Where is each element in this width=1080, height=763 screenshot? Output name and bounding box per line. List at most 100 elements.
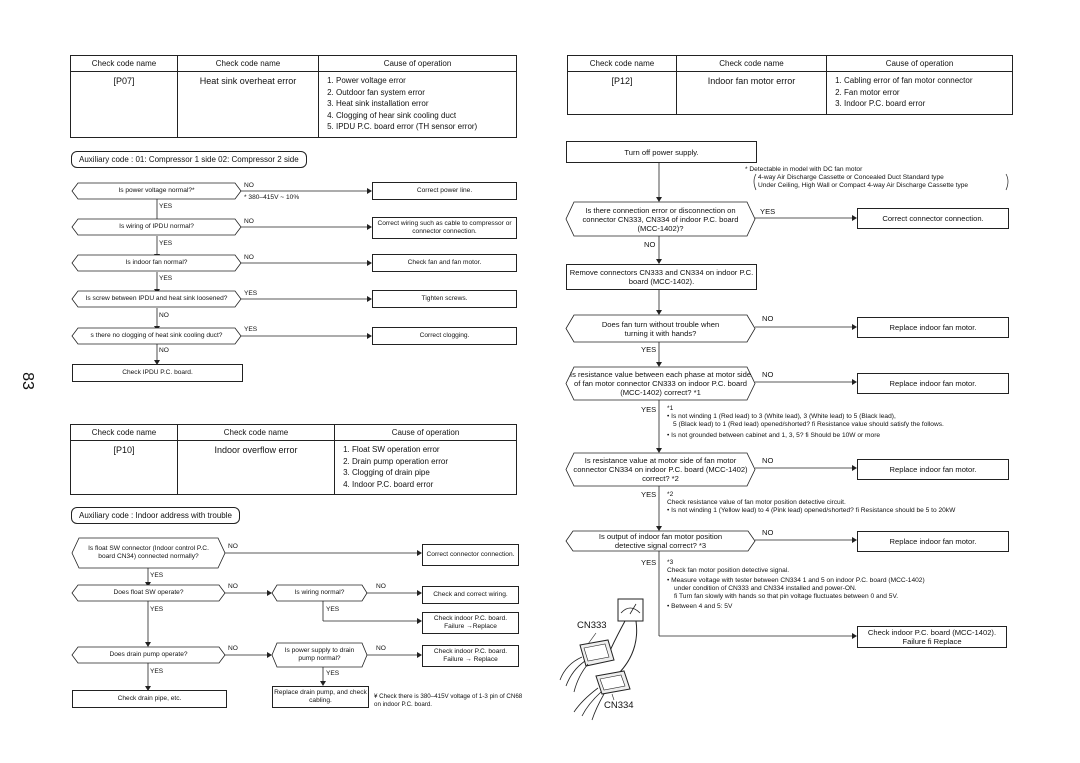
note-3-line: • Measure voltage with tester between CN… [667, 577, 925, 584]
p12-decision-position-signal: Is output of indoor fan motor position d… [566, 531, 755, 551]
no-label: NO [244, 182, 254, 189]
p07-action-wiring: Correct wiring such as cable to compress… [372, 217, 517, 239]
decision-text: Is resistance value at motor side of fan… [573, 456, 748, 483]
p10-action-board-wiring: Check indoor P.C. board. Failure →Replac… [422, 612, 519, 634]
p10-decision-float-operate: Does float SW operate? [72, 585, 225, 601]
p10-check-code-table: Check code name Check code name Cause of… [70, 424, 517, 495]
yes-label: YES [159, 275, 173, 282]
p10-decision-drain-pump: Does drain pump operate? [72, 647, 225, 663]
p07-action-power-line: Correct power line. [372, 182, 517, 200]
decision-text: Is wiring normal? [294, 589, 345, 596]
p10-auxiliary-code: Auxiliary code : Indoor address with tro… [71, 507, 240, 524]
decision-text: Is output of indoor fan motor position d… [598, 532, 723, 550]
note-3-line: • Between 4 and 5: 5V [667, 603, 733, 610]
no-label: NO [159, 347, 169, 354]
p07-check-code-table: Check code name Check code name Cause of… [70, 55, 517, 138]
no-label: NO [244, 218, 254, 225]
decision-text: Is indoor fan normal? [125, 259, 188, 266]
p12-action-connector: Correct connector connection. [857, 208, 1009, 229]
p12-action-replace-motor-4: Replace indoor fan motor. [857, 531, 1009, 552]
cause-item: Clogging of drain pipe [352, 467, 516, 479]
yes-label: YES [326, 606, 340, 613]
p07-action-fan: Check fan and fan motor. [372, 254, 517, 272]
p12-action-replace-motor-2: Replace indoor fan motor. [857, 373, 1009, 394]
decision-text: Is resistance value between each phase a… [569, 370, 752, 397]
note-3-line: Check fan motor position detective signa… [667, 567, 790, 574]
p12-start-power-off: Turn off power supply. [566, 141, 757, 163]
decision-text: Is power supply to drain pump normal? [284, 647, 355, 662]
yes-label: YES [641, 490, 657, 499]
check-code: [P10] [70, 440, 178, 495]
p12-star-note-line2: 4-way Air Discharge Cassette or Conceale… [758, 174, 944, 181]
p12-star-note-line3: Under Ceiling, High Wall or Compact 4-wa… [758, 182, 969, 189]
cause-item: Indoor P.C. board error [352, 479, 516, 491]
cause-item: Fan motor error [844, 87, 1012, 99]
decision-text: Is float SW connector (Indoor control P.… [88, 545, 209, 560]
note-1-line: 5 (Black lead) to 1 (Red lead) opened/sh… [673, 421, 944, 428]
yes-label: YES [159, 240, 173, 247]
note-1-line: • Is not winding 1 (Red lead) to 3 (Whit… [667, 413, 896, 420]
cause-item: Clogging of hear sink cooling duct [336, 110, 516, 122]
voltage-note: * 380–415V ~ 10% [244, 194, 300, 201]
check-code-name: Indoor fan motor error [676, 71, 827, 115]
yes-label: YES [150, 668, 164, 675]
p12-decision-connection: Is there connection error or disconnecti… [566, 202, 755, 236]
check-code: [P07] [70, 71, 178, 138]
cause-item: IPDU P.C. board error (TH sensor error) [336, 121, 516, 133]
note-1-title: *1 [667, 405, 674, 412]
p07-action-tighten: Tighten screws. [372, 290, 517, 308]
no-label: NO [762, 314, 774, 323]
p07-decision-screw: Is screw between IPDU and heat sink loos… [72, 291, 241, 307]
no-label: NO [762, 370, 774, 379]
decision-text: Does drain pump operate? [109, 651, 188, 658]
header-check-code: Check code name [567, 55, 677, 72]
yes-label: YES [159, 203, 173, 210]
cause-item: Float SW operation error [352, 444, 516, 456]
cause-item: Heat sink installation error [336, 98, 516, 110]
yes-label: YES [641, 558, 657, 567]
cause-list: Float SW operation error Drain pump oper… [334, 440, 517, 495]
check-code-name: Indoor overflow error [177, 440, 335, 495]
p12-action-replace-motor-3: Replace indoor fan motor. [857, 459, 1009, 480]
yes-label: YES [244, 326, 258, 333]
p12-step-remove-connectors: Remove connectors CN333 and CN334 on ind… [566, 264, 757, 290]
cause-list: Power voltage error Outdoor fan system e… [318, 71, 517, 138]
yes-label: YES [641, 345, 657, 354]
check-code: [P12] [567, 71, 677, 115]
note-3-line: under condition of CN333 and CN334 insta… [674, 585, 857, 592]
no-label: NO [228, 583, 238, 590]
p10-action-connector: Correct connector connection. [422, 544, 519, 566]
decision-text: Is wiring of IPDU normal? [119, 223, 194, 230]
note-2-title: *2 [667, 491, 674, 498]
p07-action-clogging: Correct clogging. [372, 327, 517, 345]
decision-text: Is there connection error or disconnecti… [582, 205, 739, 233]
no-label: NO [228, 543, 238, 550]
decision-text: Is power voltage normal?* [118, 187, 195, 194]
no-label: NO [376, 583, 386, 590]
cause-list: Cabling error of fan motor connector Fan… [826, 71, 1013, 115]
decision-text: Is screw between IPDU and heat sink loos… [85, 295, 228, 302]
p10-decision-float-connector: Is float SW connector (Indoor control P.… [72, 538, 225, 568]
yes-label: YES [641, 405, 657, 414]
p10-action-board-pump: Check indoor P.C. board. Failure → Repla… [422, 645, 519, 667]
no-label: NO [376, 645, 386, 652]
no-label: NO [762, 456, 774, 465]
header-cause: Cause of operation [318, 55, 517, 72]
header-cause: Cause of operation [826, 55, 1013, 72]
cause-item: Drain pump operation error [352, 456, 516, 468]
no-label: NO [762, 528, 774, 537]
yes-label: YES [150, 572, 164, 579]
note-3-line: fi Turn fan slowly with hands so that pi… [674, 593, 899, 600]
cause-item: Indoor P.C. board error [844, 98, 1012, 110]
note-2-line: Check resistance value of fan motor posi… [667, 499, 846, 506]
cn334-label: CN334 [604, 700, 634, 711]
yes-label: YES [326, 670, 340, 677]
p12-decision-fan-turn: Does fan turn without trouble when turni… [566, 315, 755, 342]
p07-decision-power-voltage: Is power voltage normal?* [72, 183, 241, 199]
p07-decision-clogging: s there no clogging of heat sink cooling… [72, 328, 241, 344]
note-1-line: • Is not grounded between cabinet and 1,… [667, 432, 881, 439]
no-label: NO [244, 254, 254, 261]
no-label: NO [228, 645, 238, 652]
